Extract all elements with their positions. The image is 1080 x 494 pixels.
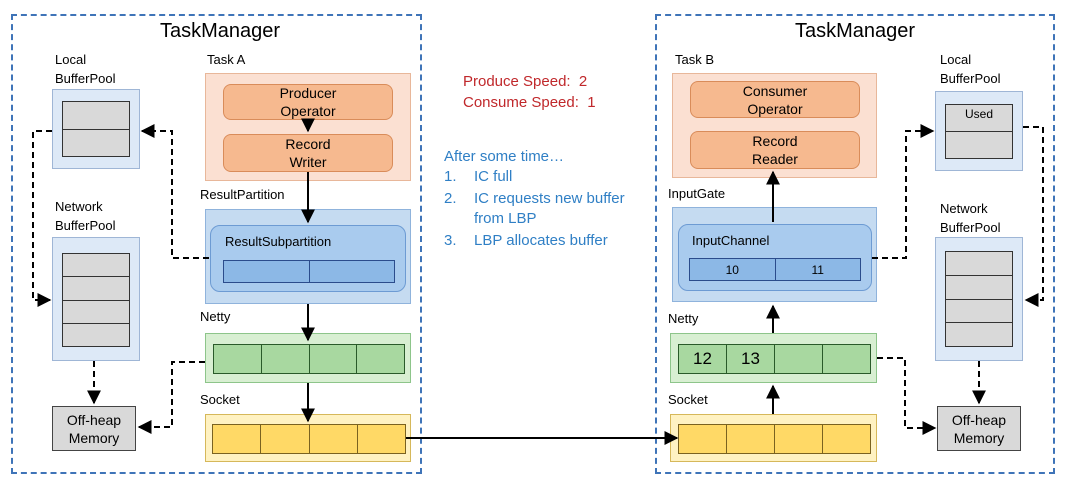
task-b-box: Consumer Operator Record Reader [672,73,877,178]
left-offheap-memory: Off-heap Memory [52,406,136,451]
right-local-buffer-stack: Used [945,104,1013,159]
task-b-label: Task B [675,52,715,67]
input-channel: InputChannel 10 11 [678,224,872,291]
buffer-cell [310,425,358,453]
buffer-cell [679,425,727,453]
result-subpartition-label: ResultSubpartition [225,234,332,249]
steps-intro: After some time… [444,148,565,165]
buffer-slot [946,252,1012,276]
input-gate-label: InputGate [668,186,726,201]
left-local-bufferpool-label: Local BufferPool [55,52,116,86]
left-netty-buffers [213,344,405,374]
left-netty-label: Netty [200,309,231,324]
buffer-slot [946,276,1012,300]
buffer-cell-13: 13 [727,345,775,373]
buffer-cell [261,425,310,453]
step-1-text: IC full [474,168,513,185]
input-channel-buffers: 10 11 [689,258,861,281]
consumer-operator: Consumer Operator [690,81,860,118]
left-socket-label: Socket [200,392,240,407]
produce-speed: Produce Speed: 2 [463,73,588,90]
left-netty [205,333,411,383]
left-local-buffer-stack [62,101,130,157]
producer-operator: Producer Operator [223,84,393,120]
input-gate: InputChannel 10 11 [672,207,877,302]
right-network-bufferpool-label: Network BufferPool [940,201,1001,235]
right-local-bufferpool: Used [935,91,1023,171]
dashed-local-to-network-pool-right [1023,126,1044,307]
record-reader: Record Reader [690,131,860,169]
buffer-cell [262,345,310,373]
buffer-cell [775,345,823,373]
dashed-local-to-network-pool [32,130,52,307]
left-network-buffer-stack [62,253,130,347]
consume-speed: Consume Speed: 1 [463,94,596,111]
buffer-cell-11: 11 [811,262,824,277]
buffer-cell [213,425,262,453]
buffer-slot [63,254,129,278]
right-network-bufferpool [935,237,1023,361]
right-socket-buffers [678,424,871,454]
right-taskmanager-frame [655,14,1055,474]
record-writer: Record Writer [223,134,393,172]
buffer-slot [946,300,1012,324]
right-netty-buffers: 12 13 [678,344,871,374]
dashed-netty-to-offheap-right [877,357,937,435]
right-offheap-memory: Off-heap Memory [937,406,1021,451]
dashed-subpartition-to-local-pool [140,124,209,259]
buffer-slot [63,102,129,130]
result-subpartition-buffers [223,260,395,283]
buffer-cell-10: 10 [690,259,776,280]
result-partition: ResultSubpartition [205,209,411,304]
buffer-slot [63,301,129,324]
left-local-bufferpool [52,89,140,169]
buffer-cell [775,425,823,453]
buffer-cell [214,345,262,373]
right-socket-label: Socket [668,392,708,407]
task-a-label: Task A [207,52,246,67]
right-netty: 12 13 [670,333,877,383]
left-taskmanager-title: TaskManager [159,20,281,42]
result-subpartition: ResultSubpartition [210,225,406,292]
right-local-bufferpool-label: Local BufferPool [940,52,1001,86]
buffer-cell [224,261,310,282]
step-3-number: 3. [444,232,457,249]
step-2-text-cont: from LBP [474,210,537,227]
buffer-slot [63,277,129,301]
right-network-buffer-stack [945,251,1013,347]
buffer-cell [727,425,775,453]
left-socket-buffers [212,424,406,454]
step-1-number: 1. [444,168,457,185]
step-2-text: IC requests new buffer [474,190,625,207]
buffer-cell [310,345,358,373]
dashed-netty-to-offheap-left [137,361,205,434]
dashed-channel-to-local-pool [872,124,935,259]
left-taskmanager-frame [11,14,422,474]
left-network-bufferpool [52,237,140,361]
right-netty-label: Netty [668,311,699,326]
right-taskmanager-title: TaskManager [794,20,916,42]
buffer-cell-12: 12 [679,345,727,373]
right-socket [670,414,877,462]
result-partition-label: ResultPartition [200,187,285,202]
input-channel-label: InputChannel [692,233,770,248]
buffer-slot-used: Used [946,105,1012,132]
left-network-bufferpool-label: Network BufferPool [55,199,116,233]
step-3-text: LBP allocates buffer [474,232,608,249]
step-2-number: 2. [444,190,457,207]
